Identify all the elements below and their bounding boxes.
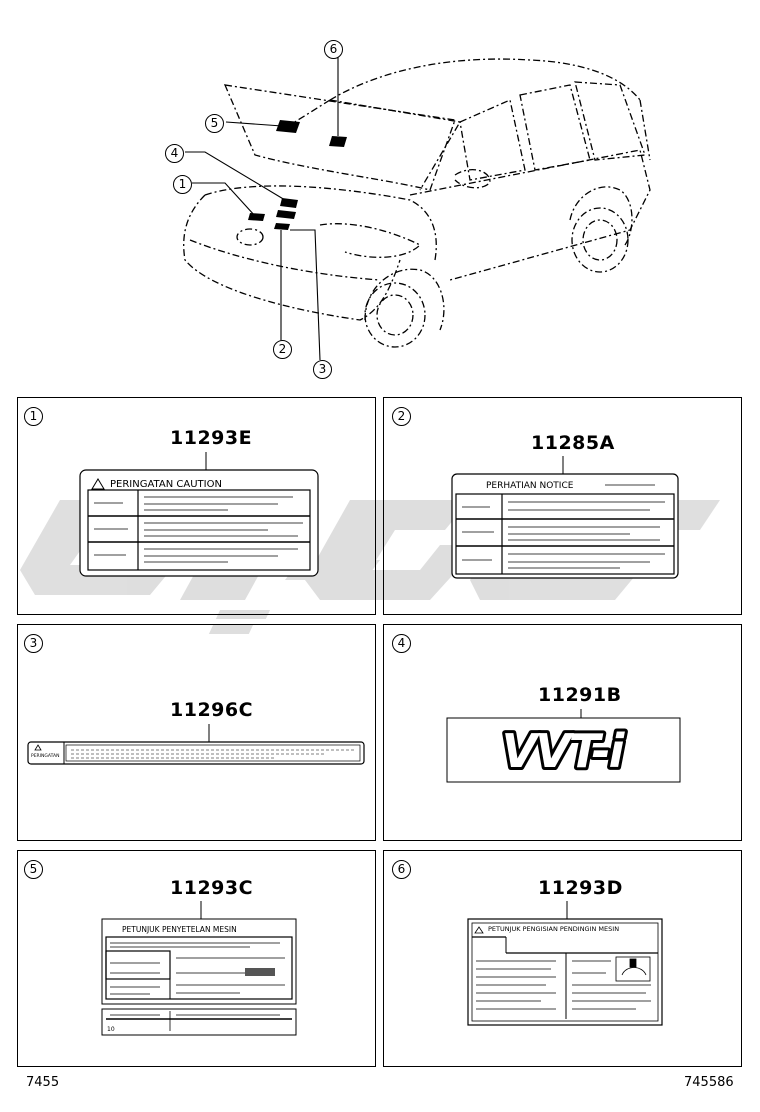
part-number: 11293E	[170, 427, 253, 449]
vehicle-diagram	[183, 57, 651, 361]
callout-3: 3	[313, 360, 332, 379]
panel-2: 2 11285A PERHATIAN NOTICE	[383, 397, 742, 615]
part-number: 11291B	[538, 684, 622, 706]
panel-1: 1 11293E PERINGATAN CAUTION	[17, 397, 376, 615]
panel-index: 5	[24, 860, 43, 879]
coolant-filling-label: PETUNJUK PENGISIAN PENDINGIN MESIN	[467, 901, 663, 1026]
label-heading: PERINGATAN	[31, 753, 59, 759]
callout-4: 4	[165, 144, 184, 163]
warning-triangle-icon	[34, 744, 42, 751]
label-heading: PERINGATAN CAUTION	[110, 479, 222, 490]
label-6-patch	[329, 136, 347, 147]
panel-index: 1	[24, 407, 43, 426]
label-heading: PETUNJUK PENGISIAN PENDINGIN MESIN	[488, 925, 619, 933]
panel-6: 6 11293D PETUNJUK PENGISIAN PENDINGIN ME…	[383, 850, 742, 1067]
vvti-text-outline: VVT-i	[502, 724, 626, 778]
callout-2: 2	[273, 340, 292, 359]
part-number: 11296C	[170, 699, 254, 721]
panel-index: 3	[24, 634, 43, 653]
radiator-cap-icon	[615, 956, 651, 982]
panel-4: 4 11291B VVT-i VVT-i	[383, 624, 742, 841]
callout-6: 6	[324, 40, 343, 59]
part-number: 11293D	[538, 877, 623, 899]
vvti-text: VVT-i	[502, 724, 626, 778]
panel-index: 4	[392, 634, 411, 653]
panel-3: 3 11296C PERINGATAN	[17, 624, 376, 841]
panel-index: 2	[392, 407, 411, 426]
warning-triangle-icon	[474, 926, 484, 934]
small-number: 10	[107, 1026, 115, 1033]
label-5-patch	[276, 120, 300, 133]
panel-index: 6	[392, 860, 411, 879]
warning-triangle-icon	[91, 478, 105, 490]
label-heading: PETUNJUK PENYETELAN MESIN	[122, 925, 237, 934]
callout-1: 1	[173, 175, 192, 194]
caution-label: PERINGATAN CAUTION	[79, 452, 319, 577]
vvti-emblem-label: VVT-i VVT-i	[446, 709, 681, 783]
part-number: 11285A	[531, 432, 615, 454]
label-heading: PERHATIAN NOTICE	[486, 481, 574, 491]
part-number: 11293C	[170, 877, 254, 899]
notice-label: PERHATIAN NOTICE	[451, 456, 679, 579]
footer-right-code: 745586	[684, 1075, 734, 1090]
callout-5: 5	[205, 114, 224, 133]
engine-tuning-label: PETUNJUK PENYETELAN MESIN 10	[101, 901, 297, 1036]
panel-5: 5 11293C PETUNJUK PENYETELAN MESIN 10	[17, 850, 376, 1067]
strip-label: PERINGATAN	[27, 724, 365, 765]
footer-left-code: 7455	[26, 1075, 60, 1090]
